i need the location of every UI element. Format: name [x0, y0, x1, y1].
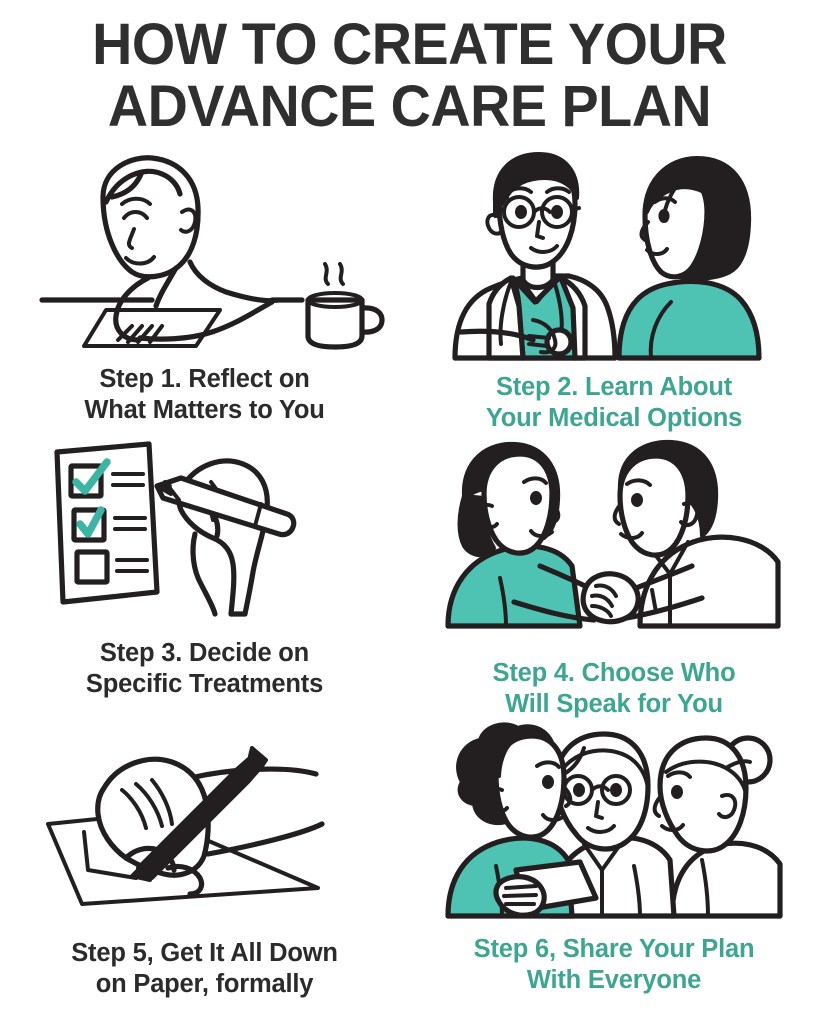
step-3-illustration: [0, 438, 409, 617]
step-4-illustration: [409, 438, 819, 629]
step-6-illustration: [409, 718, 819, 919]
step-2-caption: Step 2. Learn About Your Medical Options: [485, 373, 743, 432]
step-5-caption: Step 5, Get It All Down on Paper, formal…: [71, 939, 338, 998]
title-line-2: ADVANCE CARE PLAN: [107, 74, 712, 139]
step-2-cell: Step 2. Learn About Your Medical Options: [409, 148, 819, 438]
step-5-illustration: [0, 718, 409, 914]
step-1-caption: Step 1. Reflect on What Matters to You: [84, 365, 325, 424]
step-3-caption: Step 3. Decide on Specific Treatments: [85, 639, 324, 698]
step-1-illustration: [0, 148, 409, 358]
step-1-cell: Step 1. Reflect on What Matters to You: [0, 148, 409, 438]
step-4-caption: Step 4. Choose Who Will Speak for You: [492, 659, 736, 718]
title-line-1: HOW TO CREATE YOUR: [92, 12, 727, 77]
step-5-cell: Step 5, Get It All Down on Paper, formal…: [0, 718, 409, 1018]
page-title: HOW TO CREATE YOUR ADVANCE CARE PLAN: [0, 0, 819, 138]
step-2-illustration: [409, 148, 819, 361]
steps-grid: Step 1. Reflect on What Matters to You: [0, 148, 819, 1018]
step-6-cell: Step 6, Share Your Plan With Everyone: [409, 718, 819, 1018]
step-4-cell: Step 4. Choose Who Will Speak for You: [409, 438, 819, 718]
step-3-cell: Step 3. Decide on Specific Treatments: [0, 438, 409, 718]
step-6-caption: Step 6, Share Your Plan With Everyone: [473, 935, 755, 994]
